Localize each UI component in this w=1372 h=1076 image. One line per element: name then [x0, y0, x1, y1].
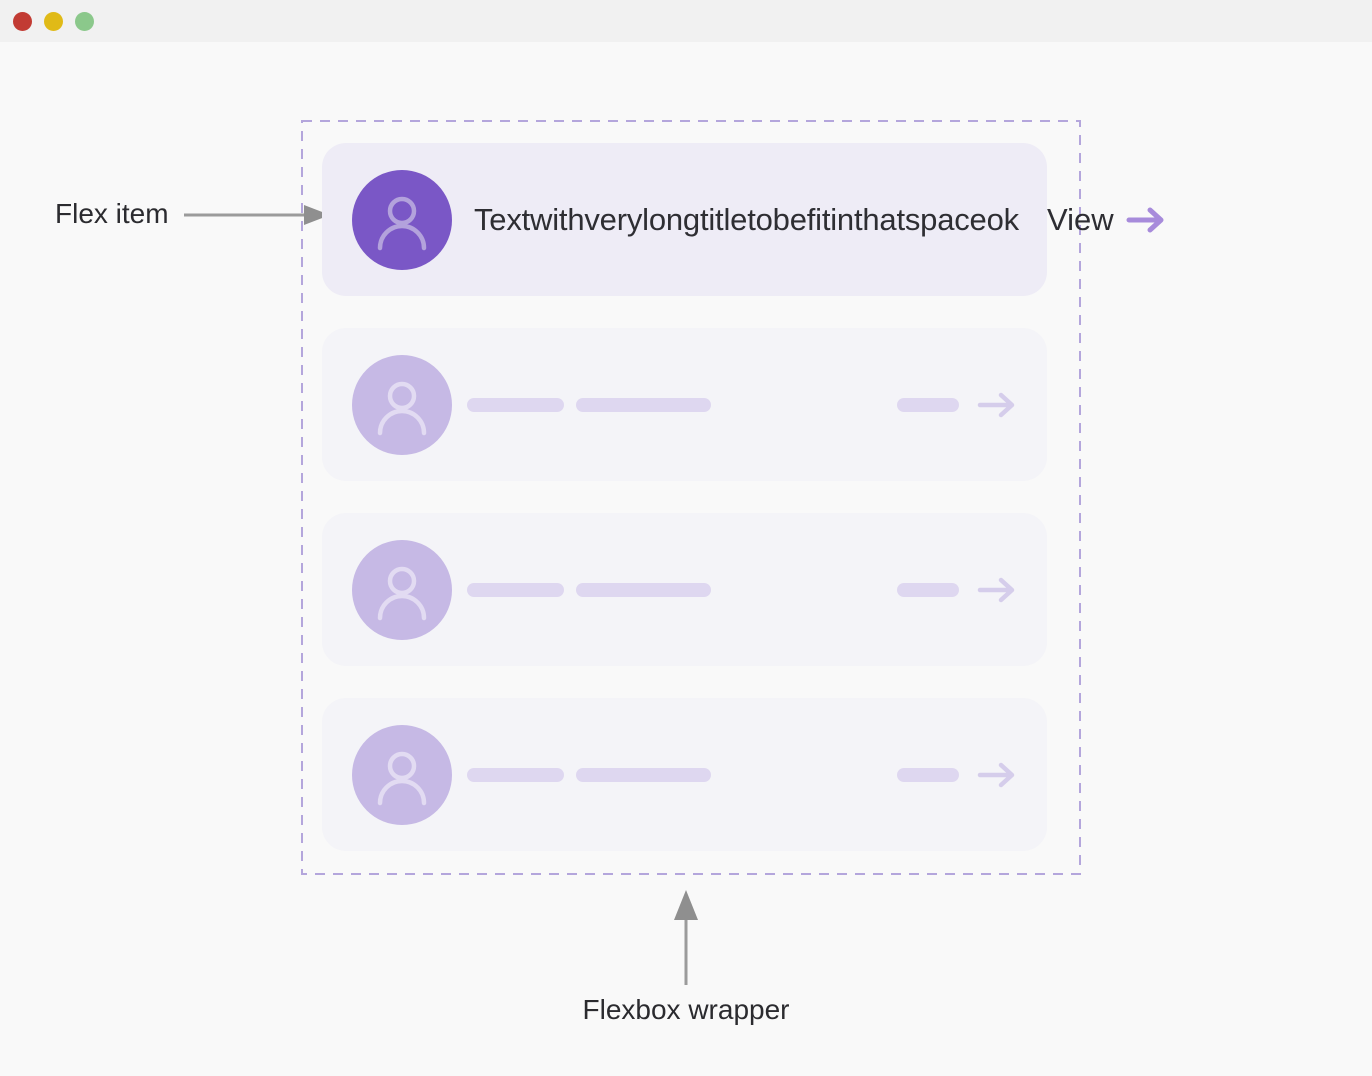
- arrow-right-icon: [977, 762, 1015, 787]
- flexbox-wrapper: Textwithverylongtitletobefitinthatspaceo…: [301, 120, 1164, 875]
- view-link-label: View: [1046, 201, 1114, 237]
- action-placeholder-bar: [897, 767, 959, 782]
- annotation-arrow-up-icon: [674, 890, 698, 985]
- close-window-button[interactable]: [13, 12, 32, 31]
- avatar: [352, 724, 452, 825]
- annotation-arrow-right-icon: [184, 205, 330, 225]
- flex-item-annotation-label: Flex item: [55, 198, 169, 229]
- window-titlebar: [0, 0, 1372, 42]
- text-placeholder-bar: [467, 397, 564, 412]
- arrow-right-icon: [1126, 207, 1164, 232]
- flex-items-list: Textwithverylongtitletobefitinthatspaceo…: [322, 143, 1164, 851]
- avatar: [352, 354, 452, 455]
- view-link[interactable]: View: [1047, 202, 1166, 238]
- wrapper-dashed-border: [301, 120, 1081, 875]
- arrow-right-icon: [977, 577, 1015, 602]
- avatar: [352, 169, 452, 270]
- flex-item-card: Textwithverylongtitletobefitinthatspaceo…: [322, 143, 1164, 296]
- text-placeholder-bar: [576, 767, 711, 782]
- user-icon: [377, 381, 427, 435]
- placeholder-card: [322, 698, 1047, 851]
- placeholder-card: [322, 513, 1047, 666]
- avatar: [352, 539, 452, 640]
- minimize-window-button[interactable]: [44, 12, 63, 31]
- text-placeholder-bar: [467, 582, 564, 597]
- user-icon: [377, 566, 427, 620]
- arrow-right-icon: [977, 392, 1015, 417]
- user-icon: [377, 196, 427, 250]
- text-placeholder-bar: [576, 582, 711, 597]
- card-title: Textwithverylongtitletobefitinthatspaceo…: [474, 201, 1019, 237]
- action-placeholder-bar: [897, 582, 959, 597]
- zoom-window-button[interactable]: [75, 12, 94, 31]
- text-placeholder-bar: [576, 397, 711, 412]
- placeholder-card: [322, 328, 1047, 481]
- text-placeholder-bar: [467, 767, 564, 782]
- user-icon: [377, 751, 427, 805]
- action-placeholder-bar: [897, 397, 959, 412]
- content-area: Flex item Textwithverylongtitletobefitin…: [0, 42, 1372, 1076]
- flexbox-wrapper-annotation-label: Flexbox wrapper: [582, 994, 790, 1025]
